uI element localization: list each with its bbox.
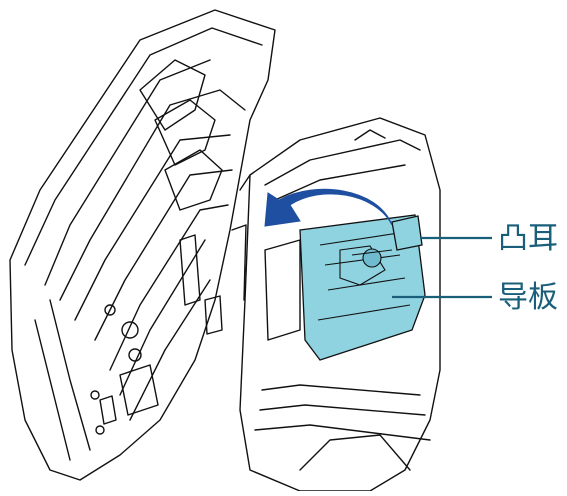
open-cover bbox=[10, 10, 275, 480]
tab-label: 凸耳 bbox=[498, 224, 558, 254]
guide-label: 导板 bbox=[498, 283, 558, 313]
tab bbox=[392, 216, 422, 250]
